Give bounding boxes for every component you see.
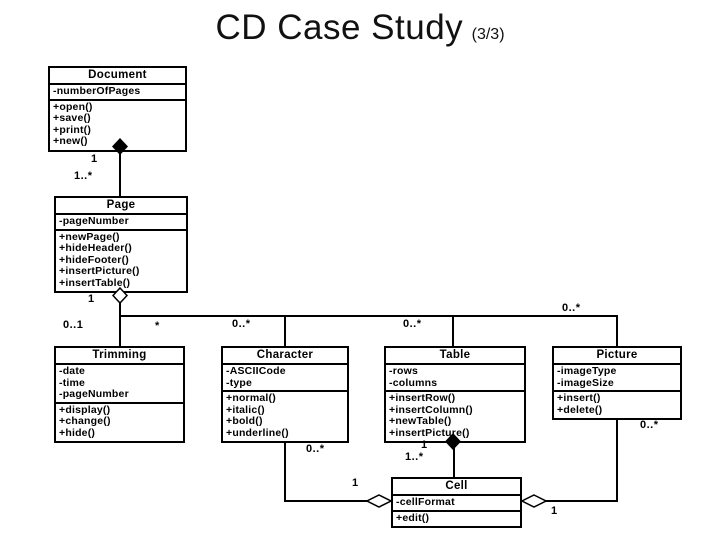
class-picture: Picture -imageType-imageSize +insert()+d… xyxy=(552,346,682,420)
connector-bus-table xyxy=(452,315,454,348)
class-document-name: Document xyxy=(50,68,185,85)
method: +underline() xyxy=(226,426,289,439)
method: +hide() xyxy=(59,426,96,439)
class-document: Document -numberOfPages +open()+save()+p… xyxy=(48,66,187,152)
class-cell-name: Cell xyxy=(393,479,520,496)
multiplicity-trimming-star: * xyxy=(155,320,160,332)
attribute: -pageNumber xyxy=(59,388,129,400)
method: +bold() xyxy=(226,415,263,427)
multiplicity-page-table: 0..* xyxy=(403,318,422,330)
method: +newPage() xyxy=(59,230,120,243)
class-page-attributes: -pageNumber xyxy=(56,215,186,231)
multiplicity-page-picture: 0..* xyxy=(562,302,581,314)
attribute: -date xyxy=(59,365,86,377)
multiplicity-page-trimming: 0..1 xyxy=(63,319,84,331)
class-trimming-attributes: -date-time-pageNumber xyxy=(56,365,183,404)
slide-title-suffix: (3/3) xyxy=(471,26,505,43)
attribute: -pageNumber xyxy=(59,215,129,227)
class-picture-name: Picture xyxy=(554,348,680,365)
method: +hideFooter() xyxy=(59,253,129,266)
multiplicity-page-character: 0..* xyxy=(232,318,251,330)
composition-diamond-table xyxy=(445,433,461,450)
method: +change() xyxy=(59,415,111,427)
method: +hideHeader() xyxy=(59,242,132,254)
connector-page-trimming xyxy=(119,292,121,348)
connector-document-page xyxy=(119,142,121,198)
connector-picture-cell-horizontal xyxy=(545,500,618,502)
class-trimming-methods: +display()+change()+hide() xyxy=(56,404,183,442)
class-page-methods: +newPage()+hideHeader()+hideFooter()+ins… xyxy=(56,231,186,292)
multiplicity-page-whole: 1 xyxy=(88,293,95,305)
class-trimming-name: Trimming xyxy=(56,348,183,365)
multiplicity-table-whole: 1 xyxy=(421,439,428,451)
attribute: -imageSize xyxy=(557,376,614,389)
slide-title: CD Case Study (3/3) xyxy=(0,8,720,48)
class-picture-attributes: -imageType-imageSize xyxy=(554,365,680,392)
class-page-name: Page xyxy=(56,198,186,215)
class-character: Character -ASCIICode-type +normal()+ital… xyxy=(221,346,349,443)
method: +insertPicture() xyxy=(59,265,140,277)
method: +new() xyxy=(53,135,88,147)
aggregation-diamond-cell-left xyxy=(365,494,393,508)
method: +insertRow() xyxy=(389,392,456,404)
method: +save() xyxy=(53,112,91,124)
method: +open() xyxy=(53,100,93,113)
multiplicity-character-part: 0..* xyxy=(306,443,325,455)
multiplicity-table-part: 1..* xyxy=(405,451,424,463)
method: +insertColumn() xyxy=(389,403,473,416)
method: +insert() xyxy=(557,392,601,404)
multiplicity-picture-whole: 1 xyxy=(551,505,558,517)
class-page: Page -pageNumber +newPage()+hideHeader()… xyxy=(54,196,188,293)
attribute: -cellFormat xyxy=(396,496,455,508)
class-cell: Cell -cellFormat +edit() xyxy=(391,477,522,528)
method: +print() xyxy=(53,123,92,136)
class-trimming: Trimming -date-time-pageNumber +display(… xyxy=(54,346,185,443)
connector-picture-cell-vertical xyxy=(616,412,618,502)
method: +newTable() xyxy=(389,415,452,427)
method: +insertTable() xyxy=(59,276,131,289)
method: +italic() xyxy=(226,403,265,416)
aggregation-diamond-page xyxy=(111,286,129,305)
method: +insertPicture() xyxy=(389,426,470,439)
multiplicity-picture-part: 0..* xyxy=(640,419,659,431)
multiplicity-document-part: 1..* xyxy=(74,170,93,182)
class-cell-attributes: -cellFormat xyxy=(393,496,520,512)
class-cell-methods: +edit() xyxy=(393,512,520,527)
attribute: -time xyxy=(59,376,86,389)
method: +normal() xyxy=(226,392,276,404)
class-table: Table -rows-columns +insertRow()+insertC… xyxy=(384,346,526,443)
multiplicity-character-whole: 1 xyxy=(352,477,359,489)
connector-character-cell-horizontal xyxy=(284,500,374,502)
class-table-methods: +insertRow()+insertColumn()+newTable()+i… xyxy=(386,392,524,441)
slide-title-text: CD Case Study xyxy=(215,8,464,47)
connector-page-bus xyxy=(119,315,618,317)
attribute: -rows xyxy=(389,365,419,377)
class-character-name: Character xyxy=(223,348,347,365)
attribute: -ASCIICode xyxy=(226,365,286,377)
connector-bus-character xyxy=(284,315,286,348)
method: +edit() xyxy=(396,511,430,524)
attribute: -numberOfPages xyxy=(53,85,141,97)
class-document-attributes: -numberOfPages xyxy=(50,85,185,101)
connector-table-cell xyxy=(453,435,455,479)
class-character-attributes: -ASCIICode-type xyxy=(223,365,347,392)
attribute: -imageType xyxy=(557,365,617,377)
connector-character-cell-vertical xyxy=(284,436,286,502)
composition-diamond-document xyxy=(112,138,128,155)
attribute: -type xyxy=(226,376,253,389)
multiplicity-document-whole: 1 xyxy=(91,153,98,165)
class-character-methods: +normal()+italic()+bold()+underline() xyxy=(223,392,347,441)
connector-bus-picture xyxy=(616,315,618,348)
class-table-name: Table xyxy=(386,348,524,365)
method: +display() xyxy=(59,403,111,416)
class-table-attributes: -rows-columns xyxy=(386,365,524,392)
class-document-methods: +open()+save()+print()+new() xyxy=(50,101,185,150)
class-picture-methods: +insert()+delete() xyxy=(554,392,680,418)
aggregation-diamond-cell-right xyxy=(520,494,548,508)
attribute: -columns xyxy=(389,376,438,389)
method: +delete() xyxy=(557,403,603,416)
